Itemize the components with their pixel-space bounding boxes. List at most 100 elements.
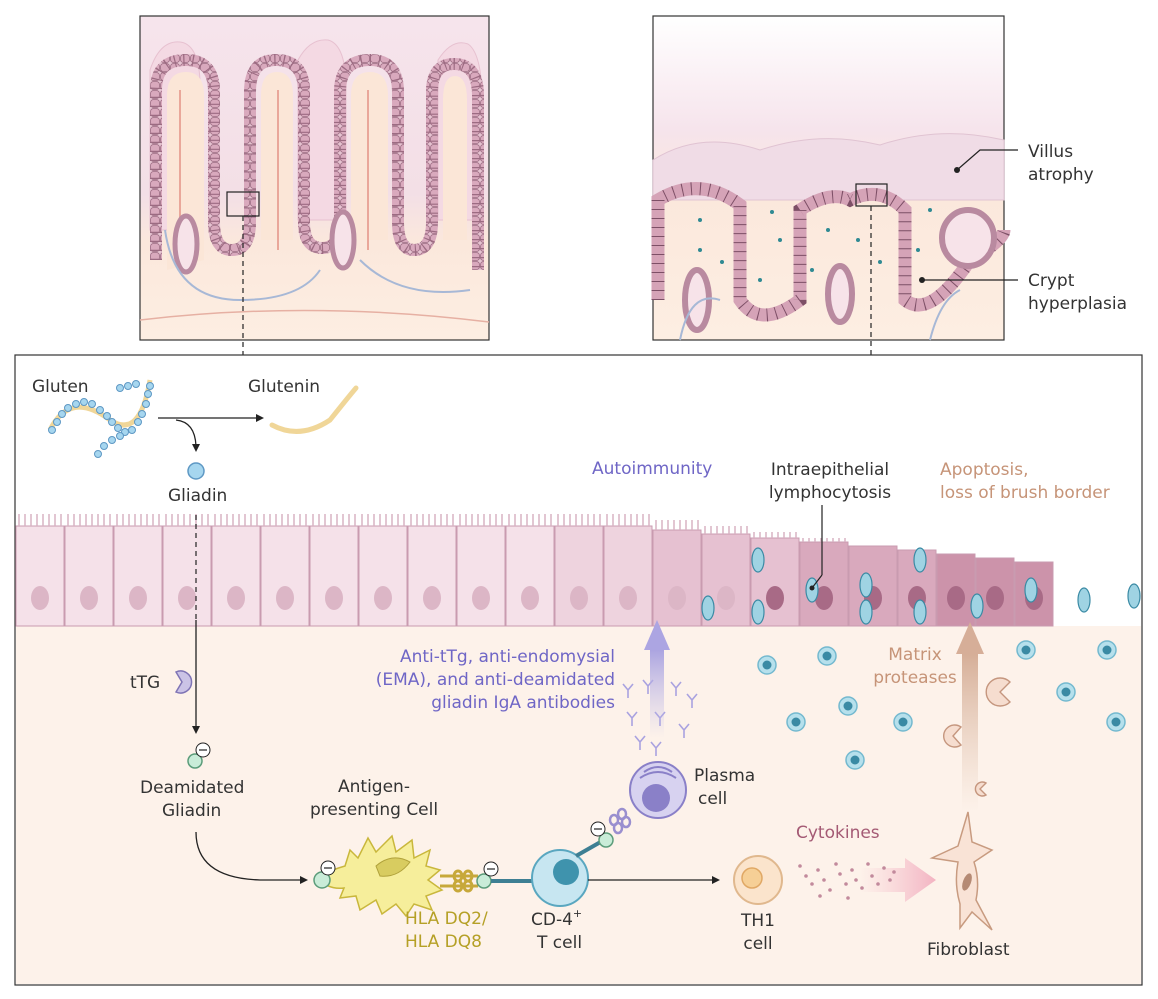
gliadin-molecule <box>187 462 205 480</box>
glutenin-molecule <box>269 385 359 434</box>
cytokine-dot <box>838 872 842 876</box>
intraepithelial-lymphocyte <box>1077 587 1091 613</box>
ttg-enzyme <box>174 670 193 694</box>
epithelial-cell <box>407 525 457 627</box>
cell-nucleus <box>31 586 49 610</box>
lymphocyte-nucleus <box>1061 687 1071 697</box>
lymphocyte-nucleus <box>843 701 853 711</box>
epithelial-cell <box>260 525 310 627</box>
cytokine-dot <box>860 886 864 890</box>
cytokine-dot <box>816 868 820 872</box>
villus <box>150 53 484 270</box>
apoptosis-label: Apoptosis,loss of brush border <box>940 460 1110 503</box>
gluten-bead <box>128 426 136 434</box>
gluten-bead <box>48 426 56 434</box>
intraepithelial-lymphocyte <box>913 547 927 573</box>
cytokine-dot <box>798 864 802 868</box>
intraepithelial-lymphocyte <box>1127 583 1141 609</box>
epithelial-cell <box>162 525 212 627</box>
crypts-normal <box>172 209 357 275</box>
gluten-bead <box>72 400 80 408</box>
gluten-bead <box>103 412 111 420</box>
cytokine-dot <box>882 866 886 870</box>
gluten-bead <box>114 424 122 432</box>
cytokine-dot <box>834 862 838 866</box>
lymphocyte-nucleus <box>791 717 801 727</box>
apc-label: Antigen-presenting Cell <box>310 777 438 820</box>
cytokine-arrow <box>860 858 936 902</box>
gluten-bead <box>80 398 88 406</box>
lymphocyte-nucleus <box>762 660 772 670</box>
cytokine-dot <box>866 862 870 866</box>
cell-nucleus <box>178 586 196 610</box>
epithelial-cell <box>554 525 604 627</box>
cytokine-dot <box>844 882 848 886</box>
gluten-bead <box>124 382 132 390</box>
antibody-icon <box>626 711 638 726</box>
epithelial-cell <box>64 525 114 627</box>
antibody-icon <box>670 681 682 696</box>
gluten-bead <box>64 404 72 412</box>
cell-nucleus <box>227 586 245 610</box>
cell-nucleus <box>423 586 441 610</box>
cytokine-dot <box>810 882 814 886</box>
lymphocyte-nucleus <box>1111 717 1121 727</box>
cell-nucleus <box>766 586 784 610</box>
lymphocytes <box>701 547 1141 770</box>
cell-nucleus <box>276 586 294 610</box>
cell-nucleus <box>325 586 343 610</box>
antibodies-label: Anti-tTg, anti-endomysial(EMA), and anti… <box>376 647 615 713</box>
gluten-bead <box>132 380 140 388</box>
cell-nucleus <box>668 586 686 610</box>
intraepithelial-lymphocyte <box>970 593 984 619</box>
deamidated-gliadin-molecule <box>187 753 203 769</box>
cytokine-dot <box>822 878 826 882</box>
intraepithelial-lymphocyte <box>701 595 715 621</box>
gluten-bead <box>138 410 146 418</box>
antibody-icon <box>634 735 646 750</box>
antibody-icon <box>650 741 662 756</box>
gliadin-label: Gliadin <box>168 486 227 506</box>
intestinal-epithelium <box>15 514 1054 627</box>
cytokine-dot <box>888 878 892 882</box>
epithelial-cell <box>15 525 65 627</box>
glutenin-label: Glutenin <box>248 377 320 397</box>
cell-nucleus <box>570 586 588 610</box>
cell-nucleus <box>717 586 735 610</box>
lymphocyte-nucleus <box>850 755 860 765</box>
gluten-bead <box>134 418 142 426</box>
cell-nucleus <box>947 586 965 610</box>
antibody-icon <box>678 723 690 738</box>
intraepithelial-lymphocyte <box>913 599 927 625</box>
cytokine-dot <box>854 878 858 882</box>
intraepithelial-lymphocyte <box>859 599 873 625</box>
gluten-bead <box>116 432 124 440</box>
epithelial-cell <box>456 525 506 627</box>
autoimmunity-label: Autoimmunity <box>592 459 712 479</box>
gluten-label: Gluten <box>32 377 89 397</box>
cell-nucleus <box>129 586 147 610</box>
epithelial-cell <box>603 525 653 627</box>
cytokine-dot <box>870 874 874 878</box>
gluten-bead <box>53 418 61 426</box>
hla-molecule <box>440 869 478 893</box>
cell-nucleus <box>521 586 539 610</box>
cell-nucleus <box>472 586 490 610</box>
gluten-bead <box>100 442 108 450</box>
matrix-proteases-arrow <box>962 652 978 812</box>
ttg-label: tTG <box>130 673 160 693</box>
fibroblast-label: Fibroblast <box>927 940 1010 960</box>
cytokines-label: Cytokines <box>796 823 880 843</box>
cytokine-particles <box>798 862 896 900</box>
hla-label: HLA DQ2/HLA DQ8 <box>405 909 488 952</box>
cd4-t-cell-label: CD-4+T cell <box>531 907 582 953</box>
cytokine-dot <box>892 870 896 874</box>
